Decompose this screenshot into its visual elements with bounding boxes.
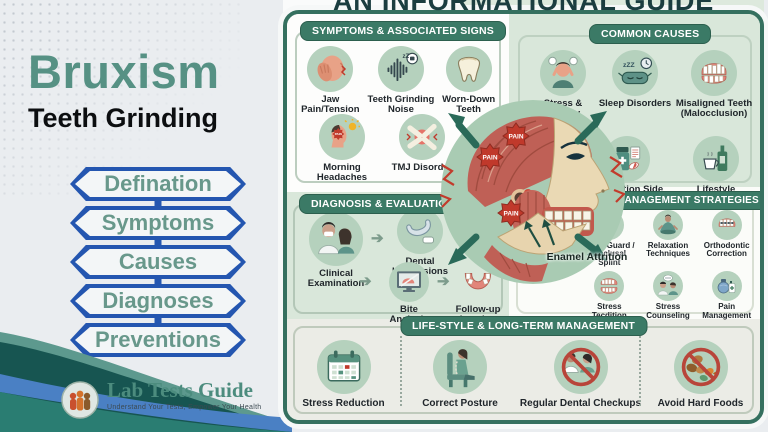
item-label: Stress & Anxiety <box>543 98 583 120</box>
logo-emblem-icon <box>61 381 99 419</box>
pain-management-icon <box>711 271 742 302</box>
top-strip-green <box>463 0 764 12</box>
item-label: Clinical Examination <box>307 268 365 290</box>
item-label: TMJ Disorder <box>391 162 453 173</box>
guide-title: AN INFORMATIONAL GUIDE <box>332 0 715 16</box>
management-header: MANAGEMENT STRATEGIES <box>604 191 760 210</box>
nav-item-symptoms[interactable]: Symptoms <box>70 206 246 240</box>
item-label: Stress Tecdition <box>592 302 627 320</box>
morning-headache-icon: PAIN <box>319 114 365 160</box>
relaxation-icon <box>652 210 683 240</box>
item-label: Stress Reduction <box>302 398 385 409</box>
nav-label: Defination <box>104 171 212 196</box>
lifestyle-row: Stress Reduction <box>287 340 760 409</box>
hex-fill <box>75 210 241 236</box>
top-strip-light <box>283 0 463 12</box>
nav-item-defination[interactable]: Defination <box>70 167 246 201</box>
avoid-hard-foods-icon <box>673 340 728 394</box>
item-label: Stress Counseling <box>646 302 690 320</box>
followup-imaging-icon <box>459 264 497 302</box>
orthodontic-icon <box>711 210 742 240</box>
dental-checkup-icon <box>553 340 608 394</box>
nav-label: Diagnoses <box>102 288 214 313</box>
diagnosis-header: DIAGNOSIS & EVALUATION <box>299 194 467 214</box>
nav-item-preventions[interactable]: Preventions <box>70 323 246 357</box>
stress-tecdition-icon <box>594 271 625 302</box>
stress-counseling-icon <box>652 271 683 302</box>
nav-item-causes[interactable]: Causes <box>70 245 246 279</box>
svg-text:zZ: zZ <box>402 54 409 60</box>
lifestyle-header: LIFE-STYLE & LONG-TERM MANAGEMENT <box>399 316 648 336</box>
section-nav: Defination Symptoms Causes Diagnoses Pre… <box>70 167 246 362</box>
arrow-right-icon: ➔ <box>371 230 384 247</box>
tmj-disorder-icon <box>399 114 445 160</box>
misaligned-teeth-icon <box>691 50 737 96</box>
medication-icon <box>604 136 650 182</box>
nav-item-diagnoses[interactable]: Diagnoses <box>70 284 246 318</box>
management-grid: Night Guard / Occlusal Splint Relaxation… <box>581 210 755 320</box>
svg-text:PAIN: PAIN <box>335 132 342 136</box>
nav-label: Symptoms <box>101 210 215 235</box>
dotted-separator <box>639 336 641 406</box>
stress-reduction-icon <box>316 340 371 394</box>
logo-name: Lab Tests Guide <box>107 378 253 402</box>
bite-analysis-icon <box>389 262 429 302</box>
causes-header: COMMON CAUSES <box>589 24 712 44</box>
enamel-attrition-label: Enamel Attrition <box>546 251 628 263</box>
item-label: Correct Posture <box>422 398 498 409</box>
clinical-exam-icon <box>309 212 363 266</box>
svg-text:zZZ: zZZ <box>623 62 635 69</box>
hex-fill <box>75 171 241 197</box>
worn-tooth-icon <box>445 46 492 92</box>
dental-impressions-icon <box>397 208 443 254</box>
nav-label: Preventions <box>95 327 221 352</box>
sleep-disorders-icon: zZZ <box>612 50 658 96</box>
brand-logo: Lab Tests Guide Understand Your Tests, E… <box>60 380 262 420</box>
item-label: Orthodontic Correction <box>703 241 750 259</box>
item-label: Regular Dental Checkups <box>519 398 642 409</box>
hex-fill <box>75 327 241 353</box>
night-guard-icon <box>594 210 625 240</box>
grinding-noise-icon: zZ <box>377 46 424 92</box>
logo-tagline: Understand Your Tests, Empower Your Heal… <box>107 404 262 411</box>
item-label: Morning Headaches <box>316 162 368 184</box>
correct-posture-icon <box>433 340 487 394</box>
item-label: Teeth Grinding Noise <box>367 94 435 116</box>
item-label: Worn-Down Teeth <box>442 94 496 116</box>
item-label: Relaxation Techniques <box>646 241 690 259</box>
halftone-dots-decoration <box>0 0 240 200</box>
arrow-right-icon: ➔ <box>359 273 372 290</box>
hex-fill <box>75 288 241 314</box>
hex-fill <box>75 249 241 275</box>
jaw-pain-icon <box>307 46 354 92</box>
symptoms-header: SYMPTOMS & ASSOCIATED SIGNS <box>300 21 506 41</box>
item-label: Avoid Hard Foods <box>657 398 744 409</box>
page-subtitle: Teeth Grinding <box>28 103 218 133</box>
stress-anxiety-icon <box>540 50 586 96</box>
item-label: Sleep Disorders <box>598 98 672 109</box>
item-label: Jaw Pain/Tension <box>301 94 360 116</box>
nav-label: Causes <box>118 249 198 274</box>
lifestyle-factors-icon <box>693 136 739 182</box>
item-label: Pain Management <box>702 302 752 320</box>
item-label: Misaligned Teeth (Malocclusion) <box>675 98 753 120</box>
dotted-separator <box>400 336 402 406</box>
page-title: Bruxism <box>28 45 220 98</box>
guide-panel: SYMPTOMS & ASSOCIATED SIGNS COMMON CAUSE… <box>283 10 764 424</box>
